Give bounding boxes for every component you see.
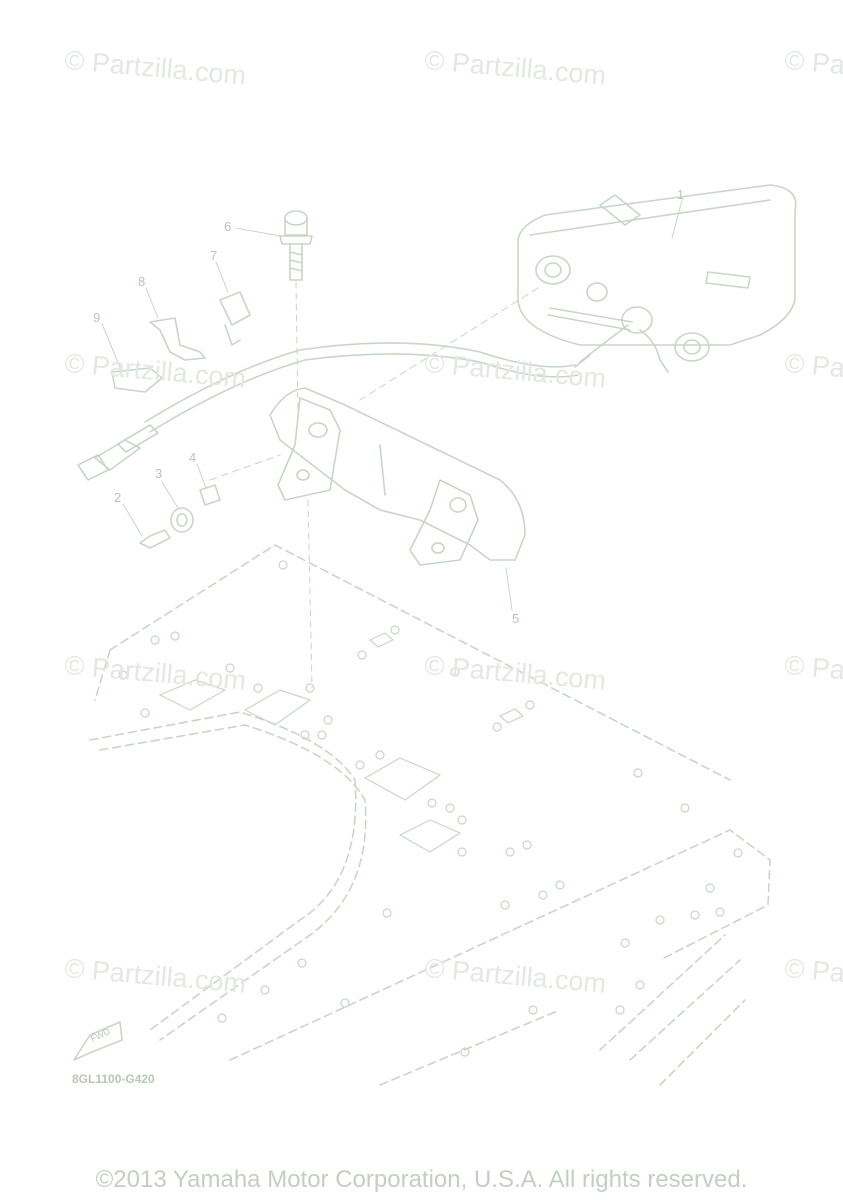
harness-bracket <box>111 367 163 393</box>
callout-3: 3 <box>155 466 163 481</box>
tail-light-assembly <box>517 184 797 373</box>
leader-lines <box>101 199 683 689</box>
callout-5: 5 <box>512 611 520 626</box>
diagram-code: 8GL1100-G420 <box>72 1072 155 1086</box>
copyright-notice: ©2013 Yamaha Motor Corporation, U.S.A. A… <box>95 1166 748 1193</box>
callout-1: 1 <box>677 187 685 202</box>
flange-bolt <box>279 210 313 281</box>
fwd-arrow-icon <box>73 1021 123 1061</box>
callout-7: 7 <box>210 248 218 263</box>
wiring-harness <box>77 342 579 481</box>
callout-6: 6 <box>224 219 232 234</box>
tail-light-bracket <box>269 387 526 566</box>
callout-4: 4 <box>189 450 197 465</box>
callout-8: 8 <box>138 274 146 289</box>
chassis-frame <box>89 544 771 1086</box>
frame-holes <box>118 560 743 1057</box>
frame-cutouts <box>159 632 524 853</box>
callout-9: 9 <box>93 310 101 325</box>
clamp <box>149 317 206 361</box>
wire-clip <box>219 291 251 346</box>
small-parts <box>139 484 221 549</box>
callout-2: 2 <box>114 490 122 505</box>
